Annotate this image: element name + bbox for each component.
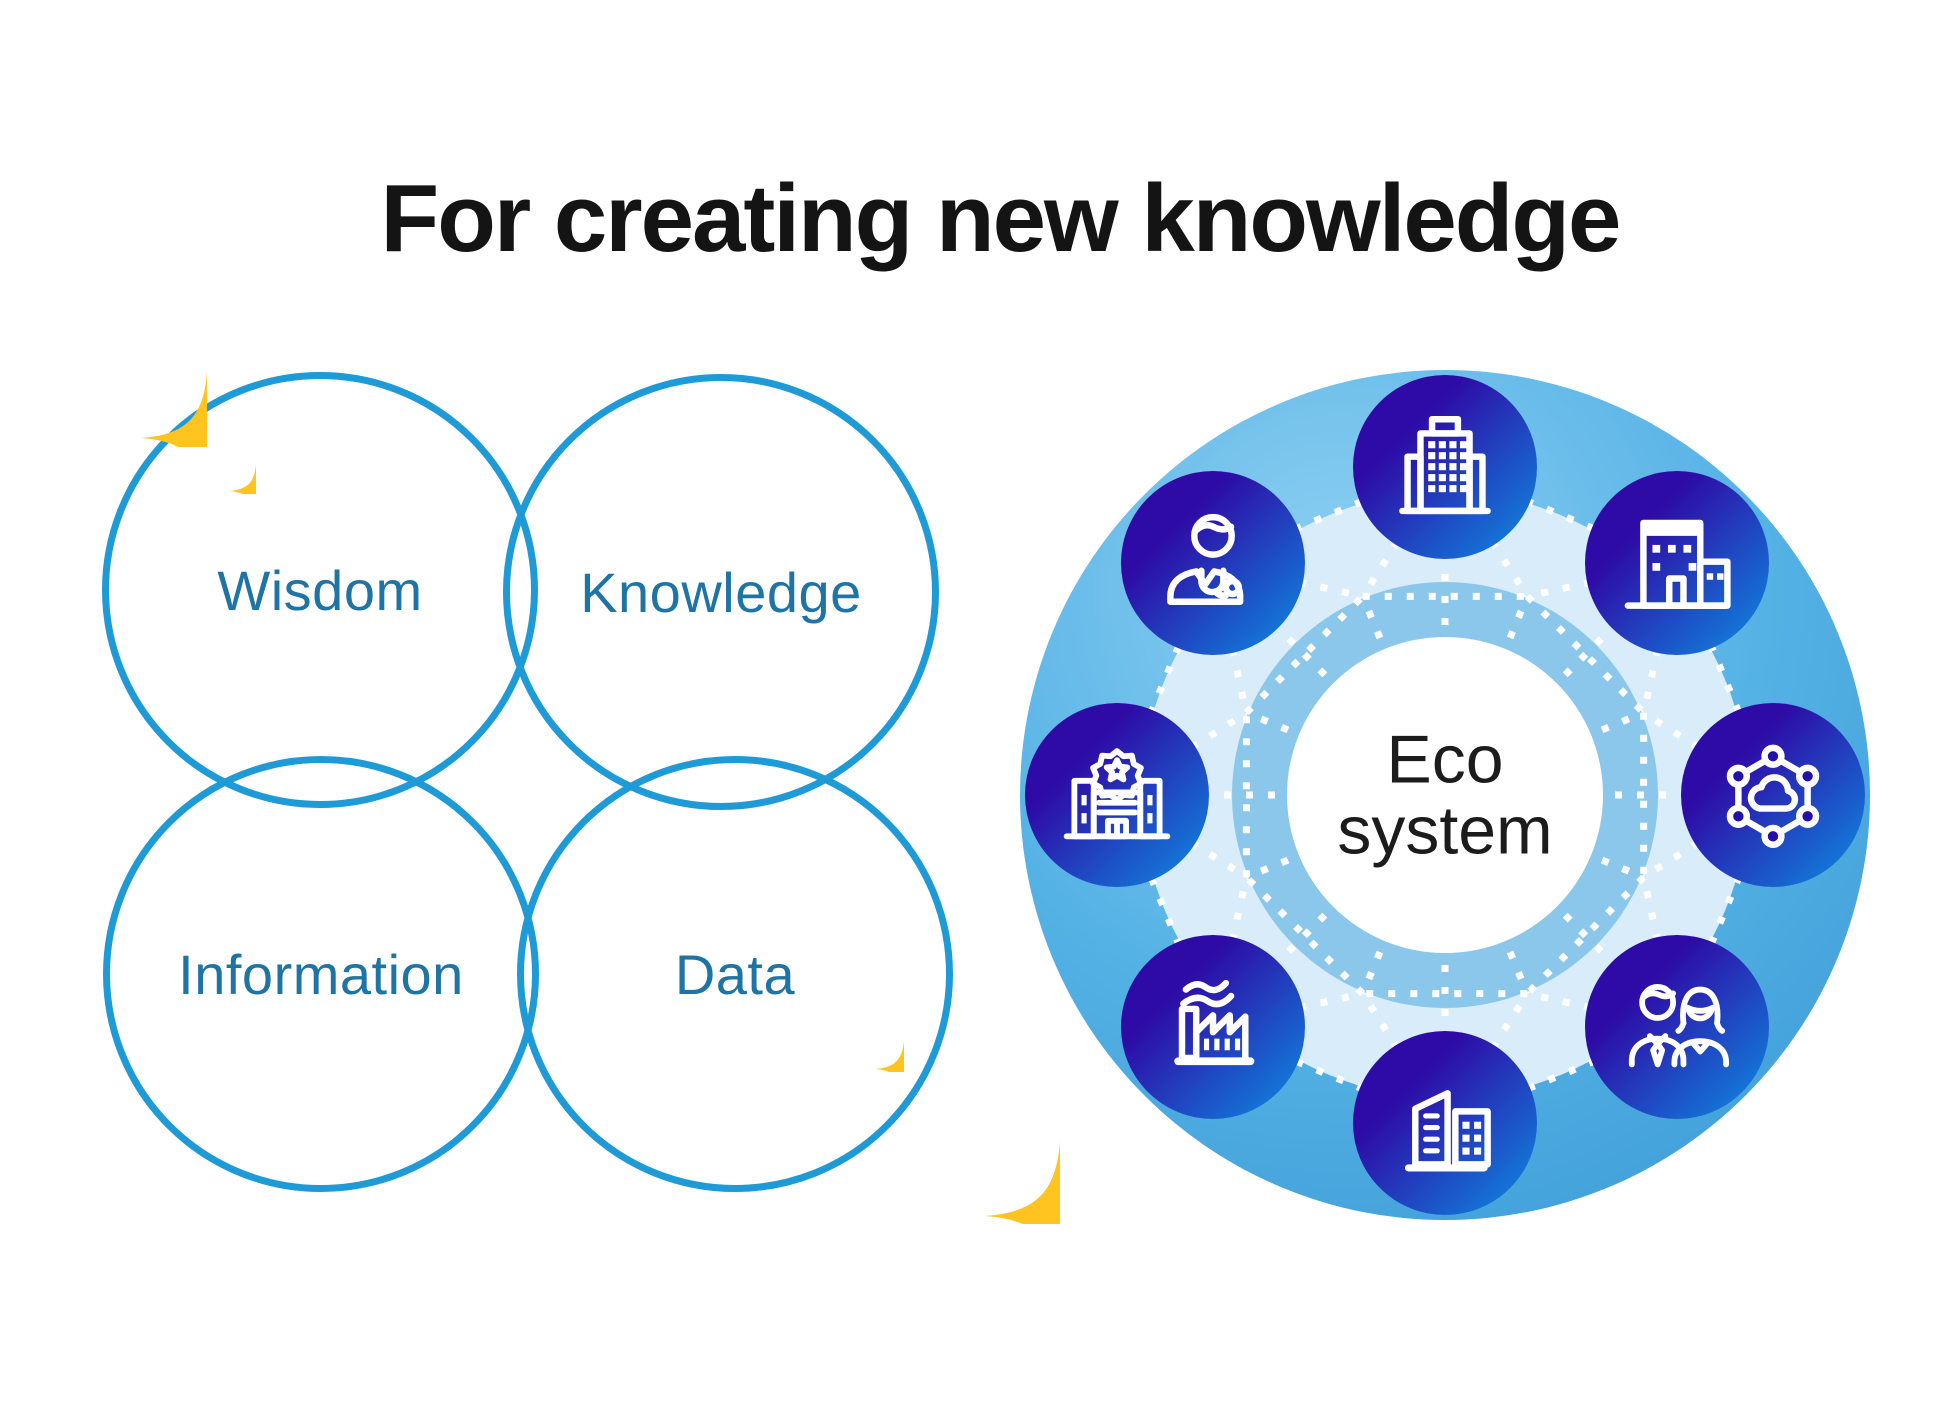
police-station-icon: [1055, 733, 1179, 857]
ecosystem-nodes: [1020, 370, 1870, 1220]
doctor-node: [1121, 471, 1306, 656]
venn-label-wisdom: Wisdom: [217, 558, 423, 622]
office-building-icon: [1383, 405, 1507, 529]
city-buildings-node: [1353, 1031, 1537, 1215]
network-cloud-node: [1681, 703, 1865, 887]
sparkle-icon: [75, 297, 207, 447]
venn-label-data: Data: [674, 942, 796, 1006]
business-people-icon: [1615, 965, 1739, 1089]
eco-label-line1: Eco: [1386, 721, 1504, 798]
sparkle-icon: [202, 434, 256, 494]
ecosystem-center-label: Eco system: [1337, 724, 1552, 865]
venn-label-knowledge: Knowledge: [580, 560, 862, 624]
venn-circle-data: Data: [517, 756, 953, 1192]
eco-label-line2: system: [1337, 792, 1553, 868]
public-building-icon: [1615, 501, 1739, 625]
venn-circle-knowledge: Knowledge: [503, 374, 939, 810]
factory-node: [1121, 934, 1306, 1119]
eco-center-circle: [1287, 637, 1603, 953]
sparkle-icon: [75, 297, 207, 447]
page-title: For creating new knowledge: [380, 165, 1622, 273]
ecosystem-diagram: Eco system: [1020, 370, 1870, 1220]
public-building-node: [1584, 471, 1769, 656]
doctor-icon: [1151, 501, 1275, 625]
venn-label-information: Information: [178, 942, 464, 1006]
sparkle-icon: [846, 1008, 904, 1072]
venn-circle-information: Information: [103, 756, 539, 1192]
city-buildings-icon: [1383, 1061, 1507, 1185]
office-building-node: [1353, 375, 1537, 559]
sparkle-icon: [846, 1008, 904, 1072]
sparkle-icon: [202, 434, 256, 494]
factory-icon: [1151, 965, 1275, 1089]
network-cloud-icon: [1711, 733, 1835, 857]
police-station-node: [1025, 703, 1209, 887]
business-people-node: [1584, 934, 1769, 1119]
